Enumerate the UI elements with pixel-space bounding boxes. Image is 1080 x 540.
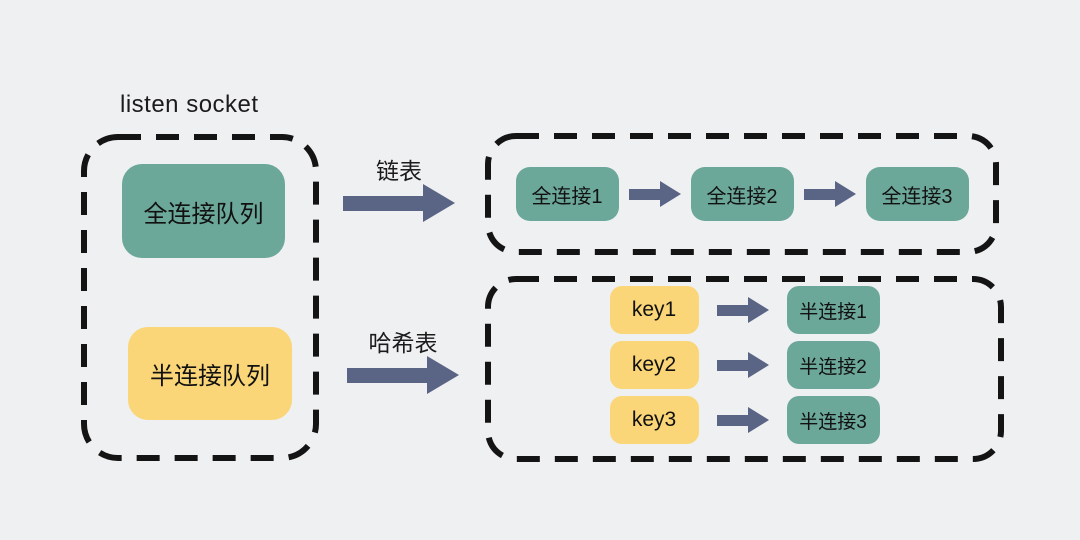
arrow-head — [834, 181, 856, 207]
full-connection-node-1: 全连接1 — [515, 167, 619, 221]
arrow-right-icon — [628, 181, 681, 207]
hash-row-1: key1 半连接1 — [609, 286, 880, 334]
arrow-shaft — [343, 195, 423, 211]
half-connection-table-container: key1 半连接1 key2 半连接2 key3 半连接3 — [484, 275, 1005, 463]
hash-table-arrow-group: 哈希表 — [345, 330, 461, 394]
hash-key-node-1: key1 — [609, 286, 699, 334]
arrow-right-icon — [716, 352, 769, 378]
arrow-head — [747, 407, 769, 433]
half-connection-node-1: 半连接1 — [786, 286, 880, 334]
arrow-shaft — [628, 188, 660, 200]
hash-row-2: key2 半连接2 — [609, 341, 880, 389]
hash-table-arrow-label: 哈希表 — [368, 330, 438, 356]
arrow-head — [747, 352, 769, 378]
hash-row-3: key3 半连接3 — [609, 396, 880, 444]
full-connection-list-container: 全连接1 全连接2 全连接3 — [484, 132, 1000, 256]
arrow-shaft — [716, 414, 748, 426]
half-connection-node-3: 半连接3 — [786, 396, 880, 444]
arrow-right-icon — [716, 407, 769, 433]
half-connection-node-2: 半连接2 — [786, 341, 880, 389]
arrow-shaft — [716, 359, 748, 371]
full-connection-queue-node: 全连接队列 — [122, 164, 285, 258]
full-connection-node-3: 全连接3 — [865, 167, 969, 221]
half-connection-queue-node: 半连接队列 — [128, 327, 292, 420]
arrow-shaft — [347, 367, 427, 383]
linked-list-arrow-label: 链表 — [376, 158, 422, 184]
hash-key-node-2: key2 — [609, 341, 699, 389]
linked-list-arrow-group: 链表 — [341, 158, 457, 222]
full-connection-node-2: 全连接2 — [690, 167, 794, 221]
arrow-shaft — [803, 188, 835, 200]
listen-socket-title: listen socket — [120, 91, 259, 118]
arrow-head — [747, 297, 769, 323]
arrow-head — [427, 356, 459, 394]
arrow-head — [423, 184, 455, 222]
arrow-right-icon — [716, 297, 769, 323]
arrow-right-icon — [343, 184, 455, 222]
arrow-head — [659, 181, 681, 207]
arrow-right-icon — [803, 181, 856, 207]
listen-socket-container: 全连接队列 半连接队列 — [80, 133, 320, 462]
arrow-right-icon — [347, 356, 459, 394]
arrow-shaft — [716, 304, 748, 316]
hash-key-node-3: key3 — [609, 396, 699, 444]
